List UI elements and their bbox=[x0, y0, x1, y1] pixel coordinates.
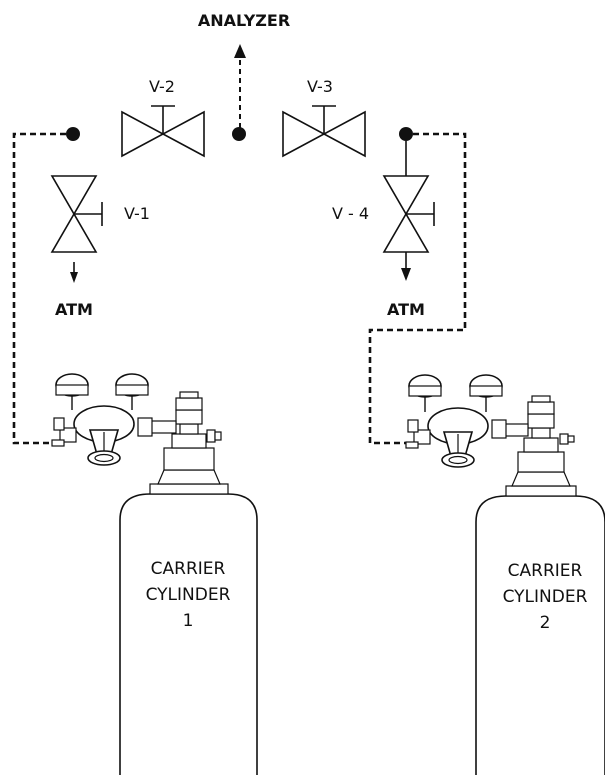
cylinder-2-line2: CYLINDER bbox=[503, 587, 588, 607]
valve-v1 bbox=[50, 175, 103, 253]
cylinder-2-line1: CARRIER bbox=[508, 561, 583, 581]
junction-node-right bbox=[399, 127, 413, 141]
junction-node-left bbox=[66, 127, 80, 141]
valve-v4-label: V - 4 bbox=[332, 204, 369, 223]
valve-v1-label: V-1 bbox=[124, 204, 150, 223]
valve-v3 bbox=[282, 105, 366, 158]
analyzer-label: ANALYZER bbox=[198, 11, 290, 30]
valve-v2-label: V-2 bbox=[149, 77, 175, 96]
atm-left-arrow bbox=[70, 262, 78, 283]
atm-left-label: ATM bbox=[55, 300, 93, 319]
analyzer-arrow bbox=[234, 44, 246, 128]
cylinder-1-line2: CYLINDER bbox=[146, 585, 231, 605]
cylinder-2-line3: 2 bbox=[540, 613, 551, 633]
atm-right-arrow bbox=[401, 252, 411, 281]
cylinder-1-line1: CARRIER bbox=[151, 559, 226, 579]
valve-v2 bbox=[121, 105, 205, 158]
valve-v4 bbox=[382, 141, 435, 253]
atm-right-label: ATM bbox=[387, 300, 425, 319]
tubing-right bbox=[368, 132, 467, 445]
cylinder-1-line3: 1 bbox=[183, 611, 194, 631]
valve-v3-label: V-3 bbox=[307, 77, 333, 96]
cylinder-2 bbox=[405, 374, 605, 775]
cylinder-1 bbox=[51, 373, 258, 775]
junction-node-center bbox=[232, 127, 246, 141]
tubing-left bbox=[12, 132, 66, 445]
